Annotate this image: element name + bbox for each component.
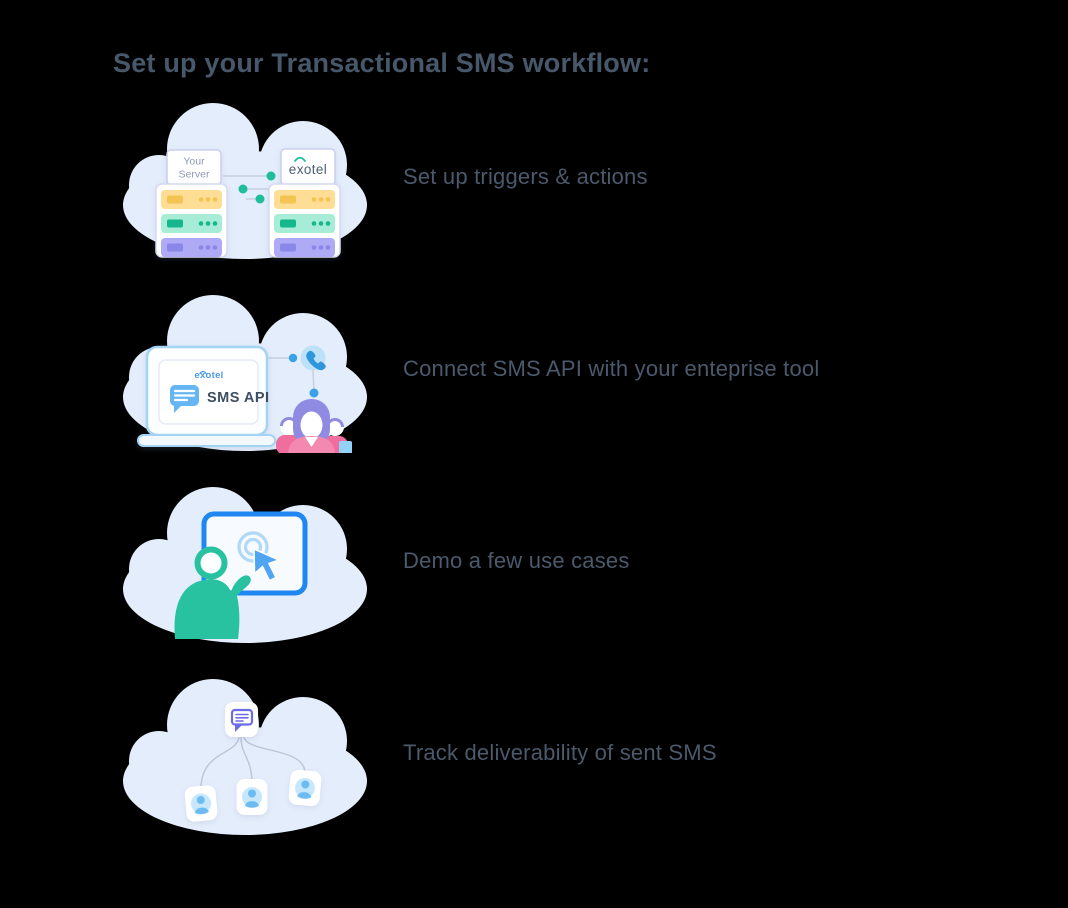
step-row-2: exotel SMS API Connect SMS API with your… bbox=[113, 285, 819, 453]
user-main bbox=[288, 399, 335, 453]
page-title: Set up your Transactional SMS workflow: bbox=[113, 48, 651, 78]
laptop-icon: exotel SMS API bbox=[137, 345, 276, 447]
svg-text:Your: Your bbox=[183, 156, 205, 168]
click-icon bbox=[237, 531, 282, 582]
demo-screen-icon bbox=[123, 487, 367, 643]
step-label-2: Connect SMS API with your enteprise tool bbox=[403, 356, 820, 381]
recipient-card-left bbox=[184, 785, 218, 822]
exotel-logo-arc bbox=[294, 156, 306, 162]
exotel-logo: exotel bbox=[194, 370, 223, 381]
exotel-logo-card: exotel bbox=[280, 148, 336, 186]
server-rack-left-icon bbox=[155, 183, 228, 258]
server-sync-icon: Your Server exotel bbox=[123, 103, 367, 259]
phone-connector bbox=[265, 353, 319, 398]
message-bubble-icon bbox=[230, 708, 254, 732]
chat-bubble-icon bbox=[170, 385, 199, 413]
sms-distribution-icon bbox=[123, 679, 367, 835]
recipient-card-middle bbox=[236, 779, 268, 815]
step-label-1: Set up triggers & actions bbox=[403, 164, 648, 189]
sync-connector bbox=[223, 171, 276, 204]
step-row-4: Track deliverability of sent SMS bbox=[113, 669, 819, 837]
cursor-arrow-icon bbox=[253, 547, 282, 582]
branch-lines bbox=[200, 736, 306, 790]
server-rack-right-icon bbox=[268, 183, 341, 258]
step-label-4: Track deliverability of sent SMS bbox=[403, 740, 717, 765]
user-right bbox=[322, 418, 352, 453]
presenter-icon bbox=[174, 546, 251, 639]
step-row-3: Demo a few use cases bbox=[113, 477, 819, 645]
sms-message-card bbox=[225, 702, 258, 737]
workflow-section: Set up your Transactional SMS workflow: … bbox=[113, 48, 819, 861]
step-label-3: Demo a few use cases bbox=[403, 548, 630, 573]
exotel-logo: exotel bbox=[289, 162, 327, 177]
sms-api-label: SMS API bbox=[207, 390, 270, 406]
svg-text:Server: Server bbox=[179, 169, 210, 181]
your-server-card: Your Server bbox=[166, 149, 222, 186]
users-group-icon bbox=[276, 399, 352, 453]
recipient-card-right bbox=[288, 769, 322, 807]
phone-icon bbox=[300, 345, 326, 371]
sms-api-laptop-icon: exotel SMS API bbox=[123, 295, 367, 453]
step-row-1: Your Server exotel bbox=[113, 93, 819, 261]
